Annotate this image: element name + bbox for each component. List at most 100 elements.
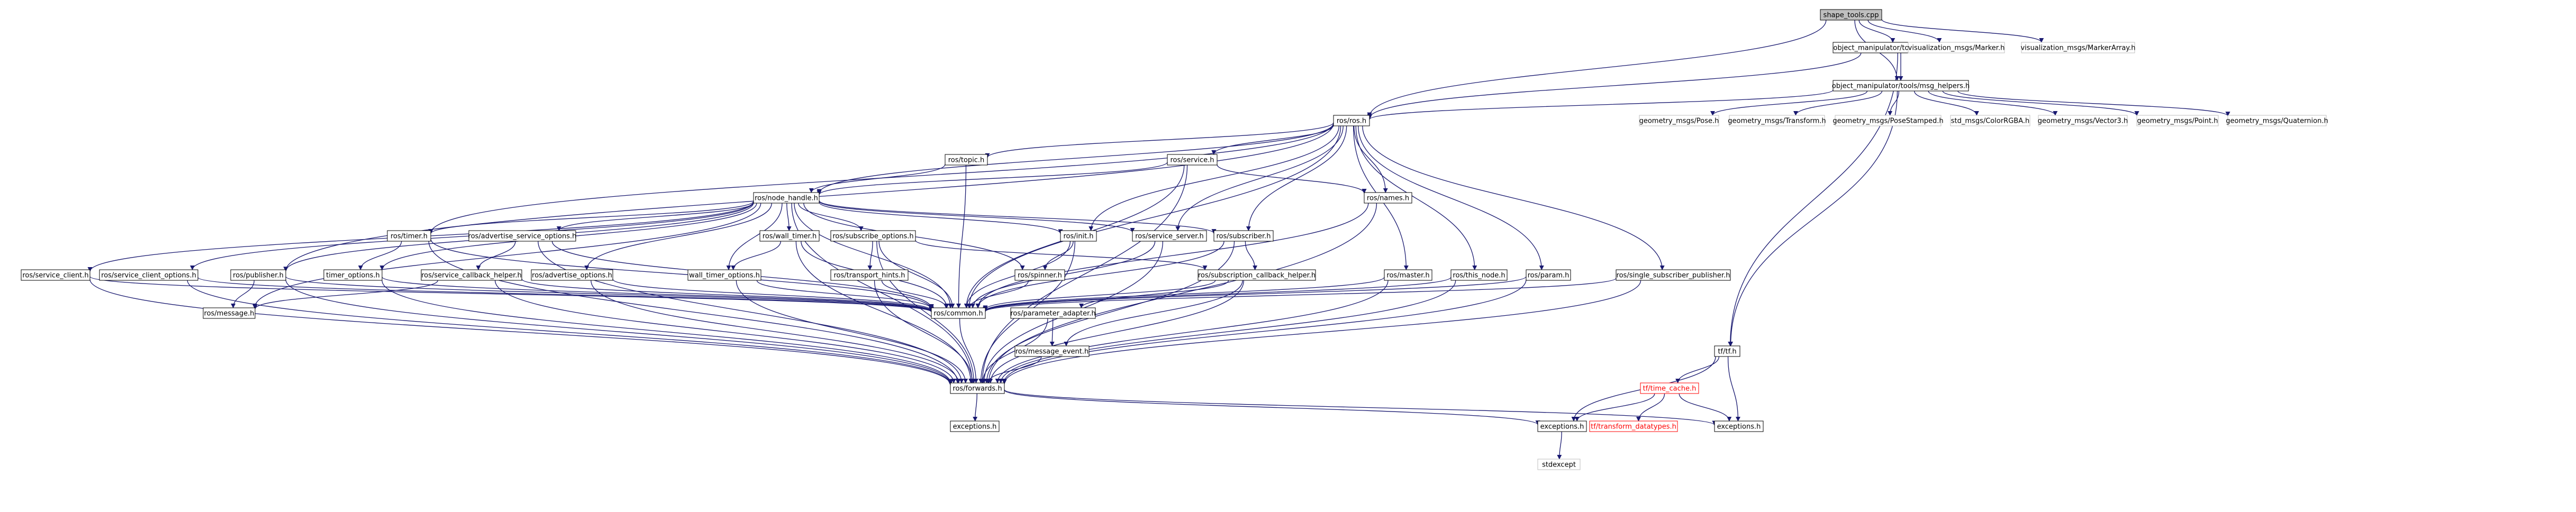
node-box[interactable] bbox=[1132, 230, 1207, 242]
node-box[interactable] bbox=[1014, 269, 1065, 281]
node-subscriber[interactable]: ros/subscriber.h bbox=[1213, 230, 1274, 242]
node-box[interactable] bbox=[1364, 192, 1412, 204]
node-geo_quat[interactable]: geometry_msgs/Quaternion.h bbox=[2226, 115, 2328, 126]
node-message_event[interactable]: ros/message_event.h bbox=[1014, 345, 1090, 357]
node-box[interactable] bbox=[1333, 115, 1370, 126]
node-adv_srv_opt[interactable]: ros/advertise_service_options.h bbox=[468, 230, 577, 242]
node-box[interactable] bbox=[1537, 459, 1581, 470]
node-box[interactable] bbox=[1950, 115, 2030, 126]
node-message[interactable]: ros/message.h bbox=[203, 307, 256, 319]
node-box[interactable] bbox=[1526, 269, 1571, 281]
node-box[interactable] bbox=[1908, 42, 2005, 53]
node-box[interactable] bbox=[230, 269, 286, 281]
node-service_server[interactable]: ros/service_server.h bbox=[1132, 230, 1207, 242]
node-param[interactable]: ros/param.h bbox=[1526, 269, 1571, 281]
node-box[interactable] bbox=[687, 269, 761, 281]
node-box[interactable] bbox=[1589, 420, 1678, 432]
node-geo_point[interactable]: geometry_msgs/Point.h bbox=[2136, 115, 2219, 126]
node-box[interactable] bbox=[468, 230, 576, 242]
edge-sub_opt-to-transport_hints bbox=[867, 241, 873, 270]
node-sub_cb_helper[interactable]: ros/subscription_callback_helper.h bbox=[1198, 269, 1316, 281]
node-box[interactable] bbox=[931, 307, 986, 319]
node-ros[interactable]: ros/ros.h bbox=[1333, 115, 1370, 126]
node-box[interactable] bbox=[1384, 269, 1432, 281]
node-box[interactable] bbox=[1010, 307, 1096, 319]
node-box[interactable] bbox=[99, 269, 198, 281]
node-box[interactable] bbox=[830, 269, 909, 281]
node-box[interactable] bbox=[1714, 345, 1740, 357]
node-node_handle[interactable]: ros/node_handle.h bbox=[753, 192, 820, 204]
node-publisher[interactable]: ros/publisher.h bbox=[230, 269, 286, 281]
node-box[interactable] bbox=[1639, 115, 1719, 126]
node-transport_hints[interactable]: ros/transport_hints.h bbox=[830, 269, 909, 281]
node-box[interactable] bbox=[759, 230, 820, 242]
node-box[interactable] bbox=[2136, 115, 2219, 126]
node-box[interactable] bbox=[950, 420, 1000, 432]
node-wall_timer_opt[interactable]: wall_timer_options.h bbox=[687, 269, 761, 281]
node-box[interactable] bbox=[1640, 382, 1699, 394]
node-shape_tools[interactable]: shape_tools.cpp bbox=[1820, 9, 1882, 21]
node-box[interactable] bbox=[945, 154, 988, 166]
node-common[interactable]: ros/common.h bbox=[931, 307, 986, 319]
node-std_color[interactable]: std_msgs/ColorRGBA.h bbox=[1950, 115, 2030, 126]
node-transform_dt[interactable]: tf/transform_datatypes.h bbox=[1589, 420, 1678, 432]
node-box[interactable] bbox=[950, 382, 1005, 394]
node-box[interactable] bbox=[2038, 115, 2128, 126]
node-vis_marker[interactable]: visualization_msgs/Marker.h bbox=[1908, 42, 2005, 53]
node-box[interactable] bbox=[421, 269, 522, 281]
node-geo_pose[interactable]: geometry_msgs/Pose.h bbox=[1639, 115, 1719, 126]
node-box[interactable] bbox=[2227, 115, 2327, 126]
node-srv_client_opt[interactable]: ros/service_client_options.h bbox=[99, 269, 198, 281]
node-exceptions_tf[interactable]: exceptions.h bbox=[1537, 420, 1587, 432]
node-names[interactable]: ros/names.h bbox=[1364, 192, 1412, 204]
node-spinner[interactable]: ros/spinner.h bbox=[1014, 269, 1065, 281]
node-geo_posestamped[interactable]: geometry_msgs/PoseStamped.h bbox=[1833, 115, 1944, 126]
node-time_cache[interactable]: tf/time_cache.h bbox=[1640, 382, 1699, 394]
node-box[interactable] bbox=[1014, 345, 1090, 357]
node-timer_opt[interactable]: timer_options.h bbox=[323, 269, 383, 281]
node-stdexcept[interactable]: stdexcept bbox=[1537, 459, 1581, 470]
node-timer[interactable]: ros/timer.h bbox=[387, 230, 431, 242]
node-box[interactable] bbox=[830, 230, 916, 242]
node-param_adapter[interactable]: ros/parameter_adapter.h bbox=[1010, 307, 1096, 319]
node-box[interactable] bbox=[1729, 115, 1825, 126]
node-label: ros/param.h bbox=[1528, 272, 1570, 280]
node-box[interactable] bbox=[21, 269, 90, 281]
node-sub_opt[interactable]: ros/subscribe_options.h bbox=[830, 230, 916, 242]
node-box[interactable] bbox=[1537, 420, 1587, 432]
node-srv_client[interactable]: ros/service_client.h bbox=[21, 269, 90, 281]
node-this_node[interactable]: ros/this_node.h bbox=[1450, 269, 1508, 281]
node-geo_transform[interactable]: geometry_msgs/Transform.h bbox=[1728, 115, 1826, 126]
node-box[interactable] bbox=[1450, 269, 1508, 281]
node-obj_msg[interactable]: object_manipulator/tools/msg_helpers.h bbox=[1832, 80, 1970, 92]
node-box[interactable] bbox=[1714, 420, 1764, 432]
node-forwards[interactable]: ros/forwards.h bbox=[950, 382, 1005, 394]
node-box[interactable] bbox=[2021, 42, 2135, 53]
node-init[interactable]: ros/init.h bbox=[1060, 230, 1097, 242]
node-single_sub_pub[interactable]: ros/single_subscriber_publisher.h bbox=[1616, 269, 1731, 281]
node-srv_cb_helper[interactable]: ros/service_callback_helper.h bbox=[421, 269, 522, 281]
node-adv_opt[interactable]: ros/advertise_options.h bbox=[531, 269, 613, 281]
node-box[interactable] bbox=[1835, 115, 1942, 126]
node-box[interactable] bbox=[1820, 9, 1882, 21]
node-box[interactable] bbox=[1060, 230, 1097, 242]
node-vis_markerarr[interactable]: visualization_msgs/MarkerArray.h bbox=[2020, 42, 2136, 53]
node-box[interactable] bbox=[203, 307, 256, 319]
node-box[interactable] bbox=[753, 192, 820, 204]
node-box[interactable] bbox=[1833, 80, 1969, 92]
node-box[interactable] bbox=[323, 269, 383, 281]
node-tf[interactable]: tf/tf.h bbox=[1714, 345, 1740, 357]
node-geo_vector3[interactable]: geometry_msgs/Vector3.h bbox=[2038, 115, 2128, 126]
node-master[interactable]: ros/master.h bbox=[1384, 269, 1432, 281]
node-box[interactable] bbox=[1198, 269, 1316, 281]
node-service[interactable]: ros/service.h bbox=[1167, 154, 1218, 166]
node-box[interactable] bbox=[531, 269, 613, 281]
node-wall_timer[interactable]: ros/wall_timer.h bbox=[759, 230, 820, 242]
node-topic[interactable]: ros/topic.h bbox=[945, 154, 988, 166]
node-box[interactable] bbox=[1213, 230, 1274, 242]
node-box[interactable] bbox=[1167, 154, 1218, 166]
node-box[interactable] bbox=[1616, 269, 1731, 281]
node-exceptions_ros[interactable]: exceptions.h bbox=[950, 420, 1000, 432]
node-exceptions_h2[interactable]: exceptions.h bbox=[1714, 420, 1764, 432]
node-box[interactable] bbox=[387, 230, 431, 242]
